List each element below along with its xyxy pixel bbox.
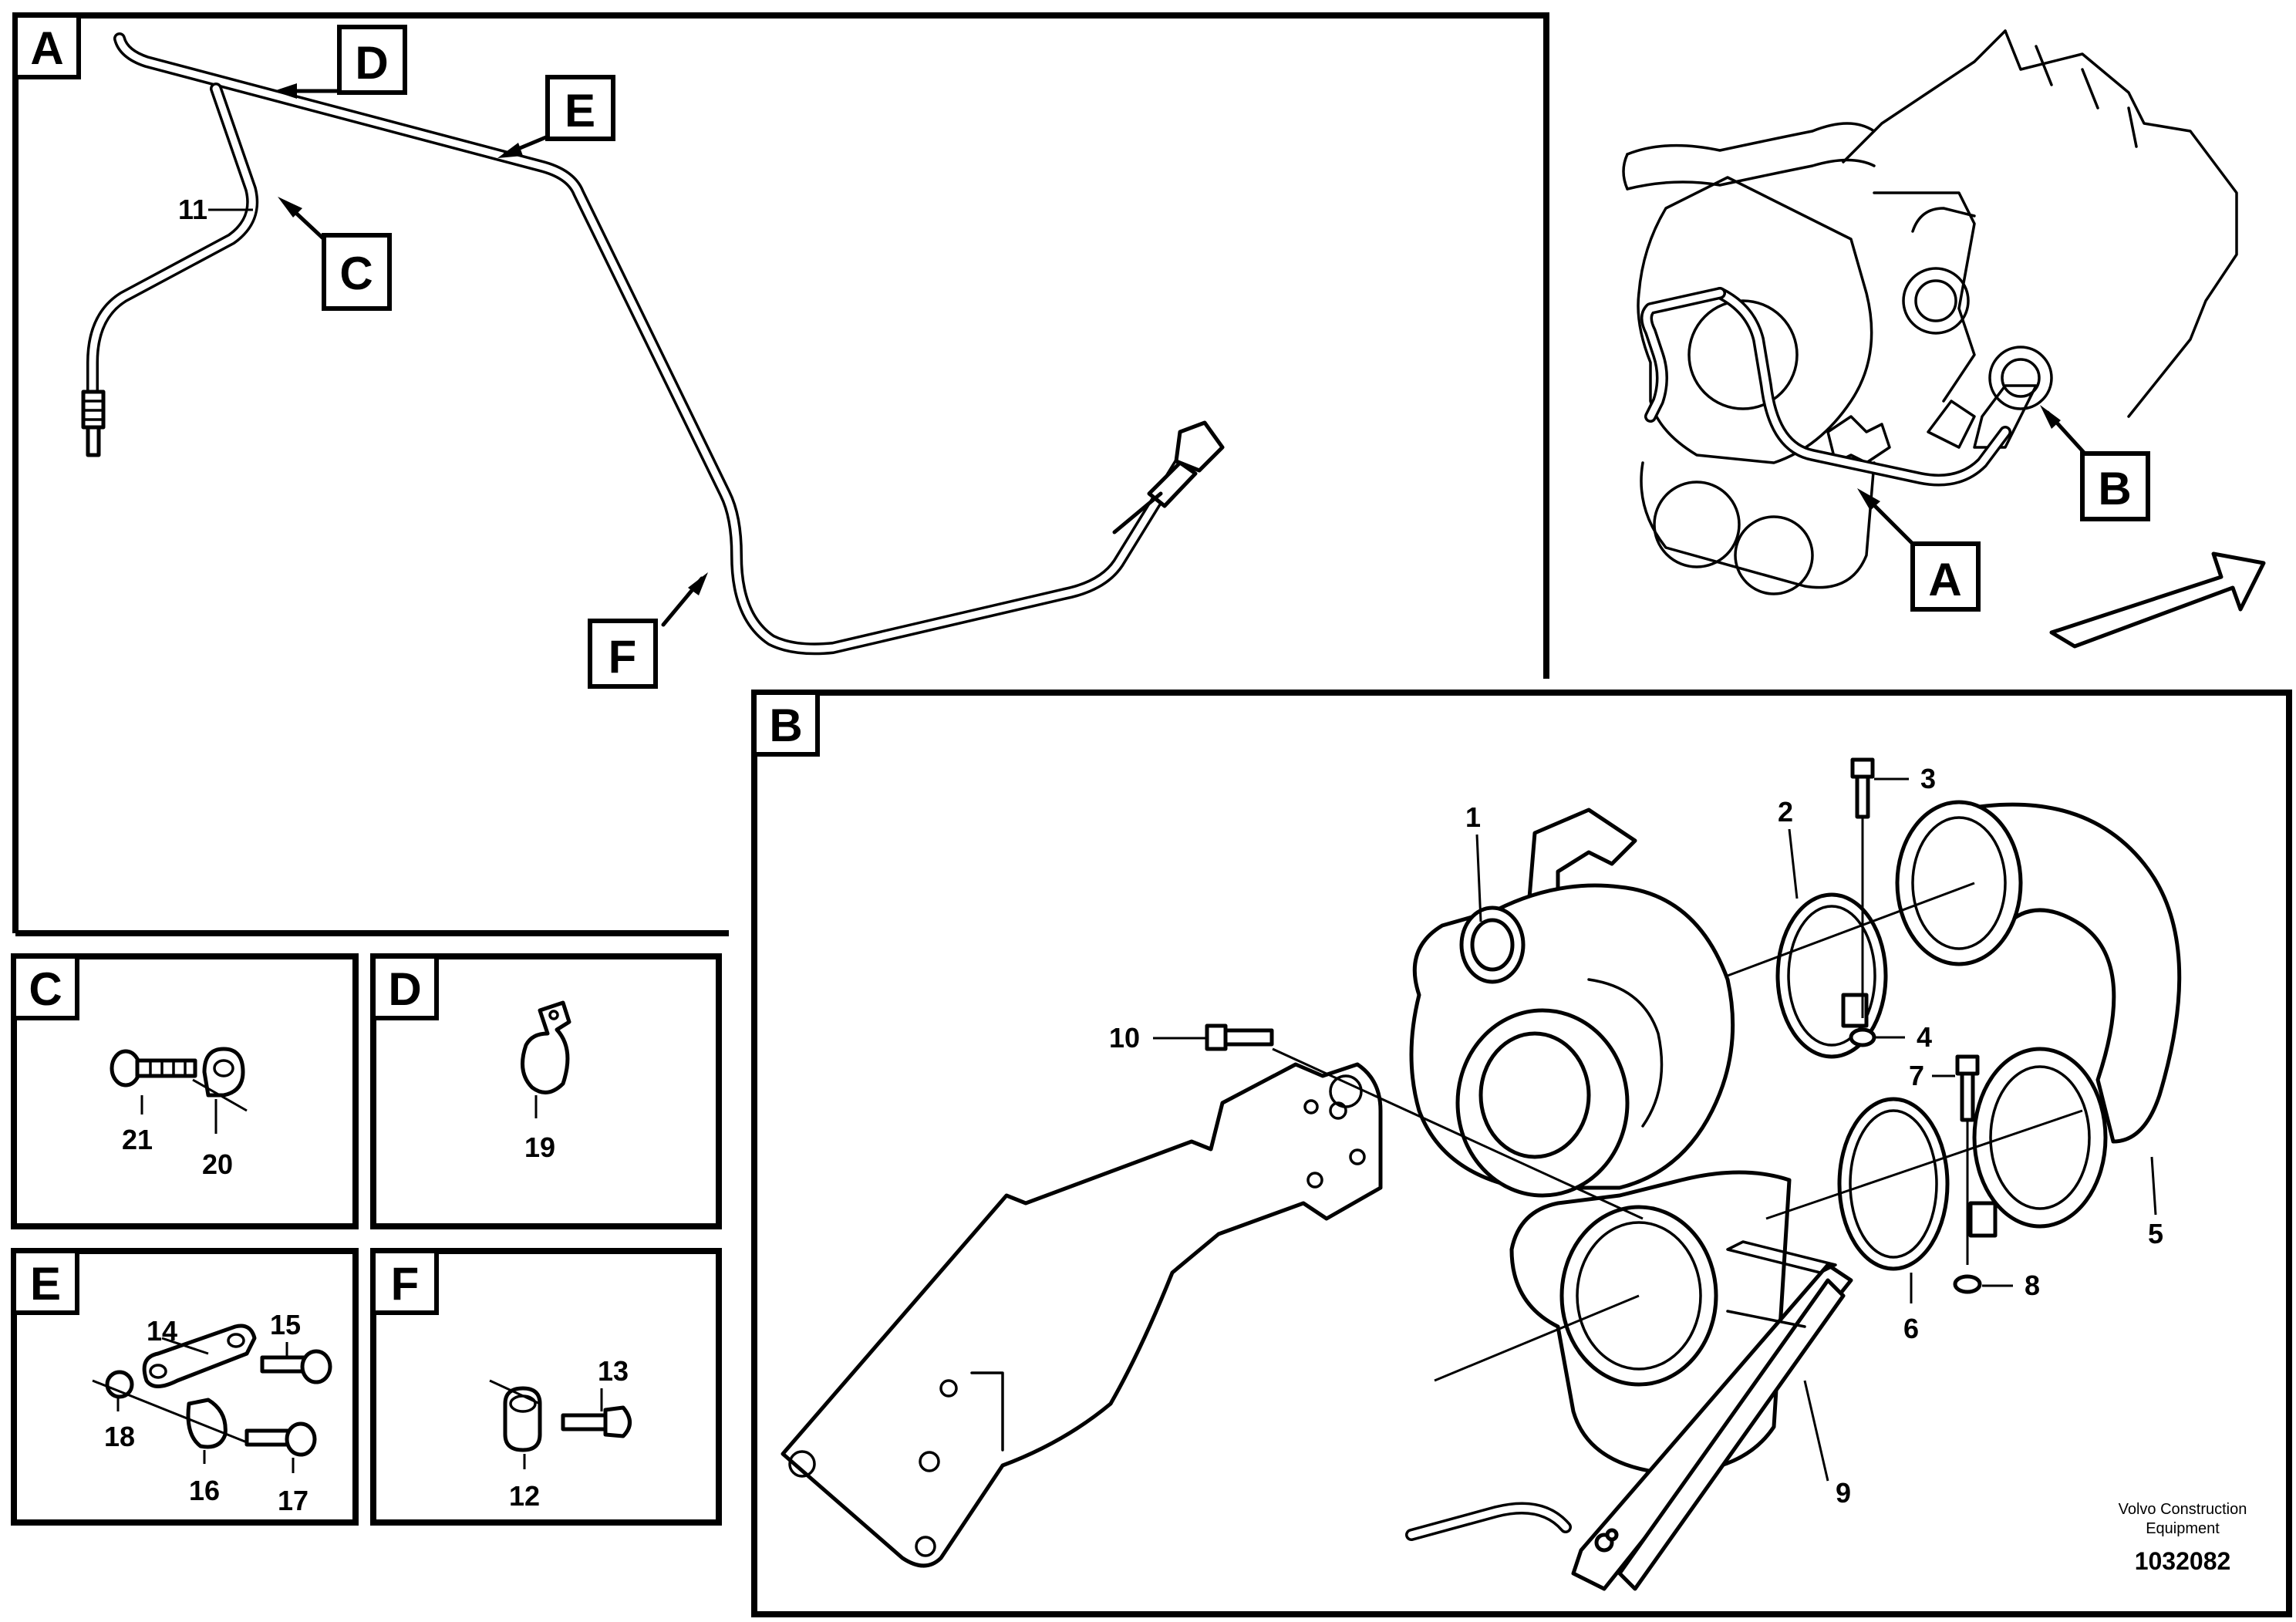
part-number-10: 10 (1109, 1022, 1140, 1054)
panel-label-f: F (391, 1258, 420, 1310)
document-number: 1032082 (2135, 1547, 2231, 1575)
part-number-1: 1 (1465, 801, 1481, 833)
part-number-12: 12 (509, 1480, 540, 1512)
panel-label-e: E (30, 1258, 61, 1310)
part-number-7: 7 (1909, 1060, 1924, 1091)
detail-c-drawing: 21 20 (110, 1047, 248, 1180)
panel-frames (11, 12, 2292, 1617)
panel-label-b: B (769, 700, 802, 751)
footer-branding: Volvo Construction Equipment 1032082 (2119, 1501, 2247, 1575)
part-number-18: 18 (104, 1421, 135, 1452)
part-number-14: 14 (147, 1315, 177, 1347)
callout-label-a: A (1928, 554, 1961, 605)
part-number-19: 19 (524, 1131, 555, 1163)
callout-label-e: E (565, 85, 595, 137)
part-number-11: 11 (178, 194, 207, 225)
callout-label-c: C (339, 248, 373, 299)
oil-pipe-drawing (81, 32, 1225, 656)
panel-tab-e: E (12, 1249, 79, 1315)
part-number-21: 21 (122, 1124, 153, 1155)
part-number-9: 9 (1836, 1477, 1851, 1509)
part-number-17: 17 (278, 1485, 308, 1516)
engine-overview-drawing (1622, 29, 2238, 595)
panel-label-c: C (29, 963, 62, 1015)
callout-label-b: B (2098, 463, 2131, 514)
panel-tab-a: A (13, 13, 81, 79)
part-number-2: 2 (1778, 796, 1793, 828)
part-number-15: 15 (270, 1309, 301, 1340)
callout-label-f: F (609, 631, 637, 683)
part-number-4: 4 (1917, 1021, 1932, 1053)
detail-d-drawing: 19 (521, 1000, 571, 1163)
direction-arrow-icon (2049, 551, 2266, 649)
callout-label-d: D (355, 37, 388, 89)
detail-e-drawing: 14 15 18 16 17 (92, 1309, 332, 1516)
panel-tab-b: B (752, 690, 820, 757)
part-number-16: 16 (189, 1475, 220, 1506)
panel-label-a: A (30, 22, 63, 74)
brand-line-2: Equipment (2146, 1520, 2220, 1537)
callouts-panel-b: 1 2 3 4 5 6 7 8 9 10 (1109, 763, 2163, 1509)
callouts-panel-a: 11 C D E F (178, 25, 708, 689)
part-number-6: 6 (1903, 1313, 1919, 1344)
turbo-assembly-drawing (781, 757, 2182, 1591)
panel-tab-c: C (12, 954, 79, 1020)
part-number-5: 5 (2148, 1218, 2163, 1249)
panel-label-d: D (388, 963, 421, 1015)
part-number-20: 20 (202, 1148, 233, 1180)
panel-tab-f: F (371, 1249, 439, 1315)
brand-line-1: Volvo Construction (2119, 1501, 2247, 1518)
part-number-3: 3 (1920, 763, 1936, 794)
part-number-13: 13 (598, 1355, 629, 1387)
detail-f-drawing: 13 12 (489, 1355, 632, 1512)
callouts-overview: A B (1857, 405, 2266, 649)
part-number-8: 8 (2025, 1270, 2040, 1301)
panel-tab-d: D (371, 954, 439, 1020)
